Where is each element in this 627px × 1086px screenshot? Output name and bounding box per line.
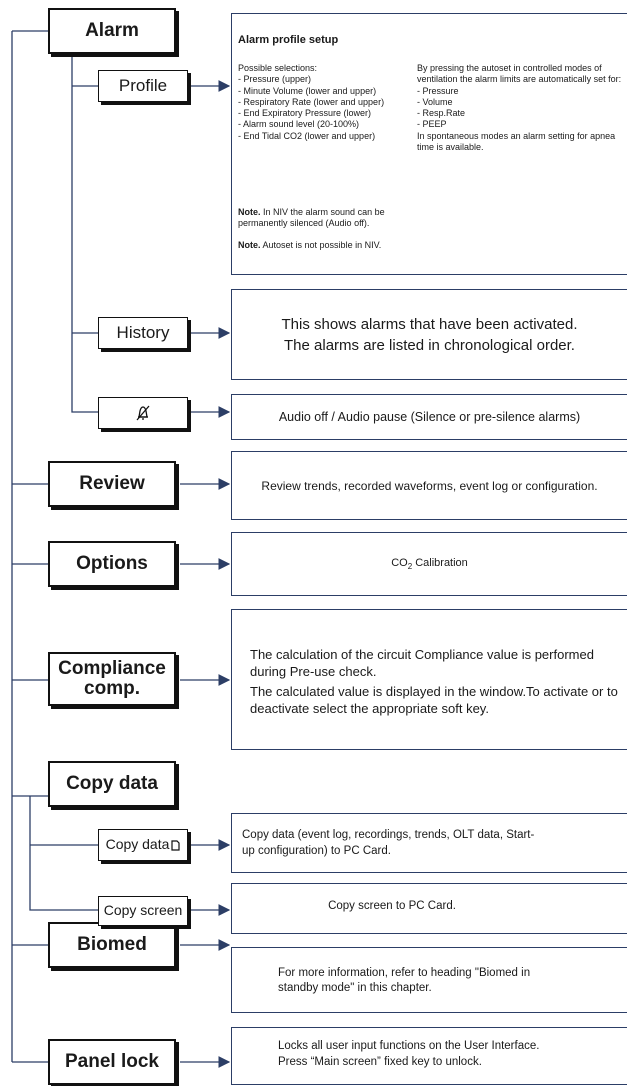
co2-text: CO xyxy=(391,556,408,569)
options-panel-text: CO2 Calibration xyxy=(391,557,468,571)
review-label: Review xyxy=(79,473,145,495)
audio-panel: Audio off / Audio pause (Silence or pre-… xyxy=(231,394,627,440)
history-label: History xyxy=(116,323,170,342)
copy-data-panel: Copy data (event log, recordings, trends… xyxy=(231,813,627,873)
audio-panel-text: Audio off / Audio pause (Silence or pre-… xyxy=(278,410,581,424)
biomed-label: Biomed xyxy=(77,934,147,956)
panel-lock-line2: Press “Main screen” fixed key to unlock. xyxy=(278,1056,482,1068)
alarm-button[interactable]: Alarm xyxy=(48,8,176,54)
pc-card-icon xyxy=(171,839,181,851)
copy-data-button[interactable]: Copy data xyxy=(48,761,176,807)
alarm-profile-title: Alarm profile setup xyxy=(238,34,339,46)
list-item: - Resp.Rate xyxy=(417,108,466,118)
compliance-label-line2: comp. xyxy=(84,678,140,699)
panel-lock-line1: Locks all user input functions on the Us… xyxy=(278,1040,540,1052)
note-autoset-niv: Note. Autoset is not possible in NIV. xyxy=(238,240,498,251)
list-item: - End Expiratory Pressure (lower) xyxy=(238,108,372,118)
copy-screen-label: Copy screen xyxy=(103,902,183,919)
compliance-p2: The calculated value is displayed in the… xyxy=(250,684,618,716)
options-label: Options xyxy=(76,553,148,575)
copy-data-sub-label: Copy data xyxy=(105,836,170,853)
possible-selections-heading: Possible selections: xyxy=(238,63,318,73)
history-line1: This shows alarms that have been activat… xyxy=(281,315,578,333)
copy-screen-panel: Copy screen to PC Card. xyxy=(231,883,627,934)
copy-data-label: Copy data xyxy=(66,773,158,795)
alarm-label: Alarm xyxy=(85,20,139,42)
possible-selections-list: - Pressure (upper) - Minute Volume (lowe… xyxy=(238,74,418,142)
panel-lock-button[interactable]: Panel lock xyxy=(48,1039,176,1085)
compliance-panel: The calculation of the circuit Complianc… xyxy=(231,609,627,750)
copy-screen-panel-text: Copy screen to PC Card. xyxy=(328,900,456,912)
compliance-p1: The calculation of the circuit Complianc… xyxy=(250,647,594,679)
list-item: - End Tidal CO2 (lower and upper) xyxy=(238,130,376,141)
note-label: Note. xyxy=(238,240,261,250)
possible-selections: Possible selections: - Pressure (upper) … xyxy=(238,63,418,142)
co2-subscript: 2 xyxy=(407,562,413,572)
bell-off-icon xyxy=(136,405,150,421)
list-item: - Respiratory Rate (lower and upper) xyxy=(238,96,385,107)
history-panel: This shows alarms that have been activat… xyxy=(231,289,627,380)
calibration-text: Calibration xyxy=(412,556,468,569)
note-niv-silence: Note. In NIV the alarm sound can be perm… xyxy=(238,207,413,230)
history-line2: The alarms are listed in chronological o… xyxy=(284,336,575,354)
autoset-description: By pressing the autoset in controlled mo… xyxy=(417,63,622,153)
biomed-button[interactable]: Biomed xyxy=(48,922,176,968)
list-item: - Alarm sound level (20-100%) xyxy=(238,119,360,130)
history-button[interactable]: History xyxy=(98,317,188,349)
panel-lock-panel: Locks all user input functions on the Us… xyxy=(231,1027,627,1085)
profile-label: Profile xyxy=(118,76,168,95)
list-item: - PEEP xyxy=(417,119,447,130)
alarm-profile-panel: Alarm profile setup Possible selections:… xyxy=(231,13,627,275)
copy-screen-button[interactable]: Copy screen xyxy=(98,896,188,926)
list-item: - Pressure (upper) xyxy=(238,74,312,85)
review-button[interactable]: Review xyxy=(48,461,176,507)
compliance-comp-button[interactable]: Compliance comp. xyxy=(48,652,176,706)
note-label: Note. xyxy=(238,207,261,217)
biomed-panel: For more information, refer to heading "… xyxy=(231,947,627,1013)
autoset-list: - Pressure - Volume - Resp.Rate - PEEP xyxy=(417,86,622,131)
autoset-intro: By pressing the autoset in controlled mo… xyxy=(417,63,622,85)
audio-off-button[interactable] xyxy=(98,397,188,429)
copy-data-sub-button[interactable]: Copy data xyxy=(98,829,188,861)
panel-lock-label: Panel lock xyxy=(65,1051,159,1073)
biomed-panel-text: For more information, refer to heading "… xyxy=(278,967,531,994)
copy-data-panel-text: Copy data (event log, recordings, trends… xyxy=(242,829,535,857)
note-text: Autoset is not possible in NIV. xyxy=(262,240,382,250)
compliance-label-line1: Compliance xyxy=(58,658,166,680)
options-panel: CO2 Calibration xyxy=(231,532,627,596)
autoset-outro: In spontaneous modes an alarm setting fo… xyxy=(417,130,616,152)
list-item: - Volume xyxy=(417,96,453,107)
review-panel-text: Review trends, recorded waveforms, event… xyxy=(261,478,598,493)
options-button[interactable]: Options xyxy=(48,541,176,587)
list-item: - Pressure xyxy=(417,85,459,96)
note-text: In NIV the alarm sound can be permanentl… xyxy=(238,207,385,229)
profile-button[interactable]: Profile xyxy=(98,70,188,102)
list-item: - Minute Volume (lower and upper) xyxy=(238,85,377,96)
review-panel: Review trends, recorded waveforms, event… xyxy=(231,451,627,520)
